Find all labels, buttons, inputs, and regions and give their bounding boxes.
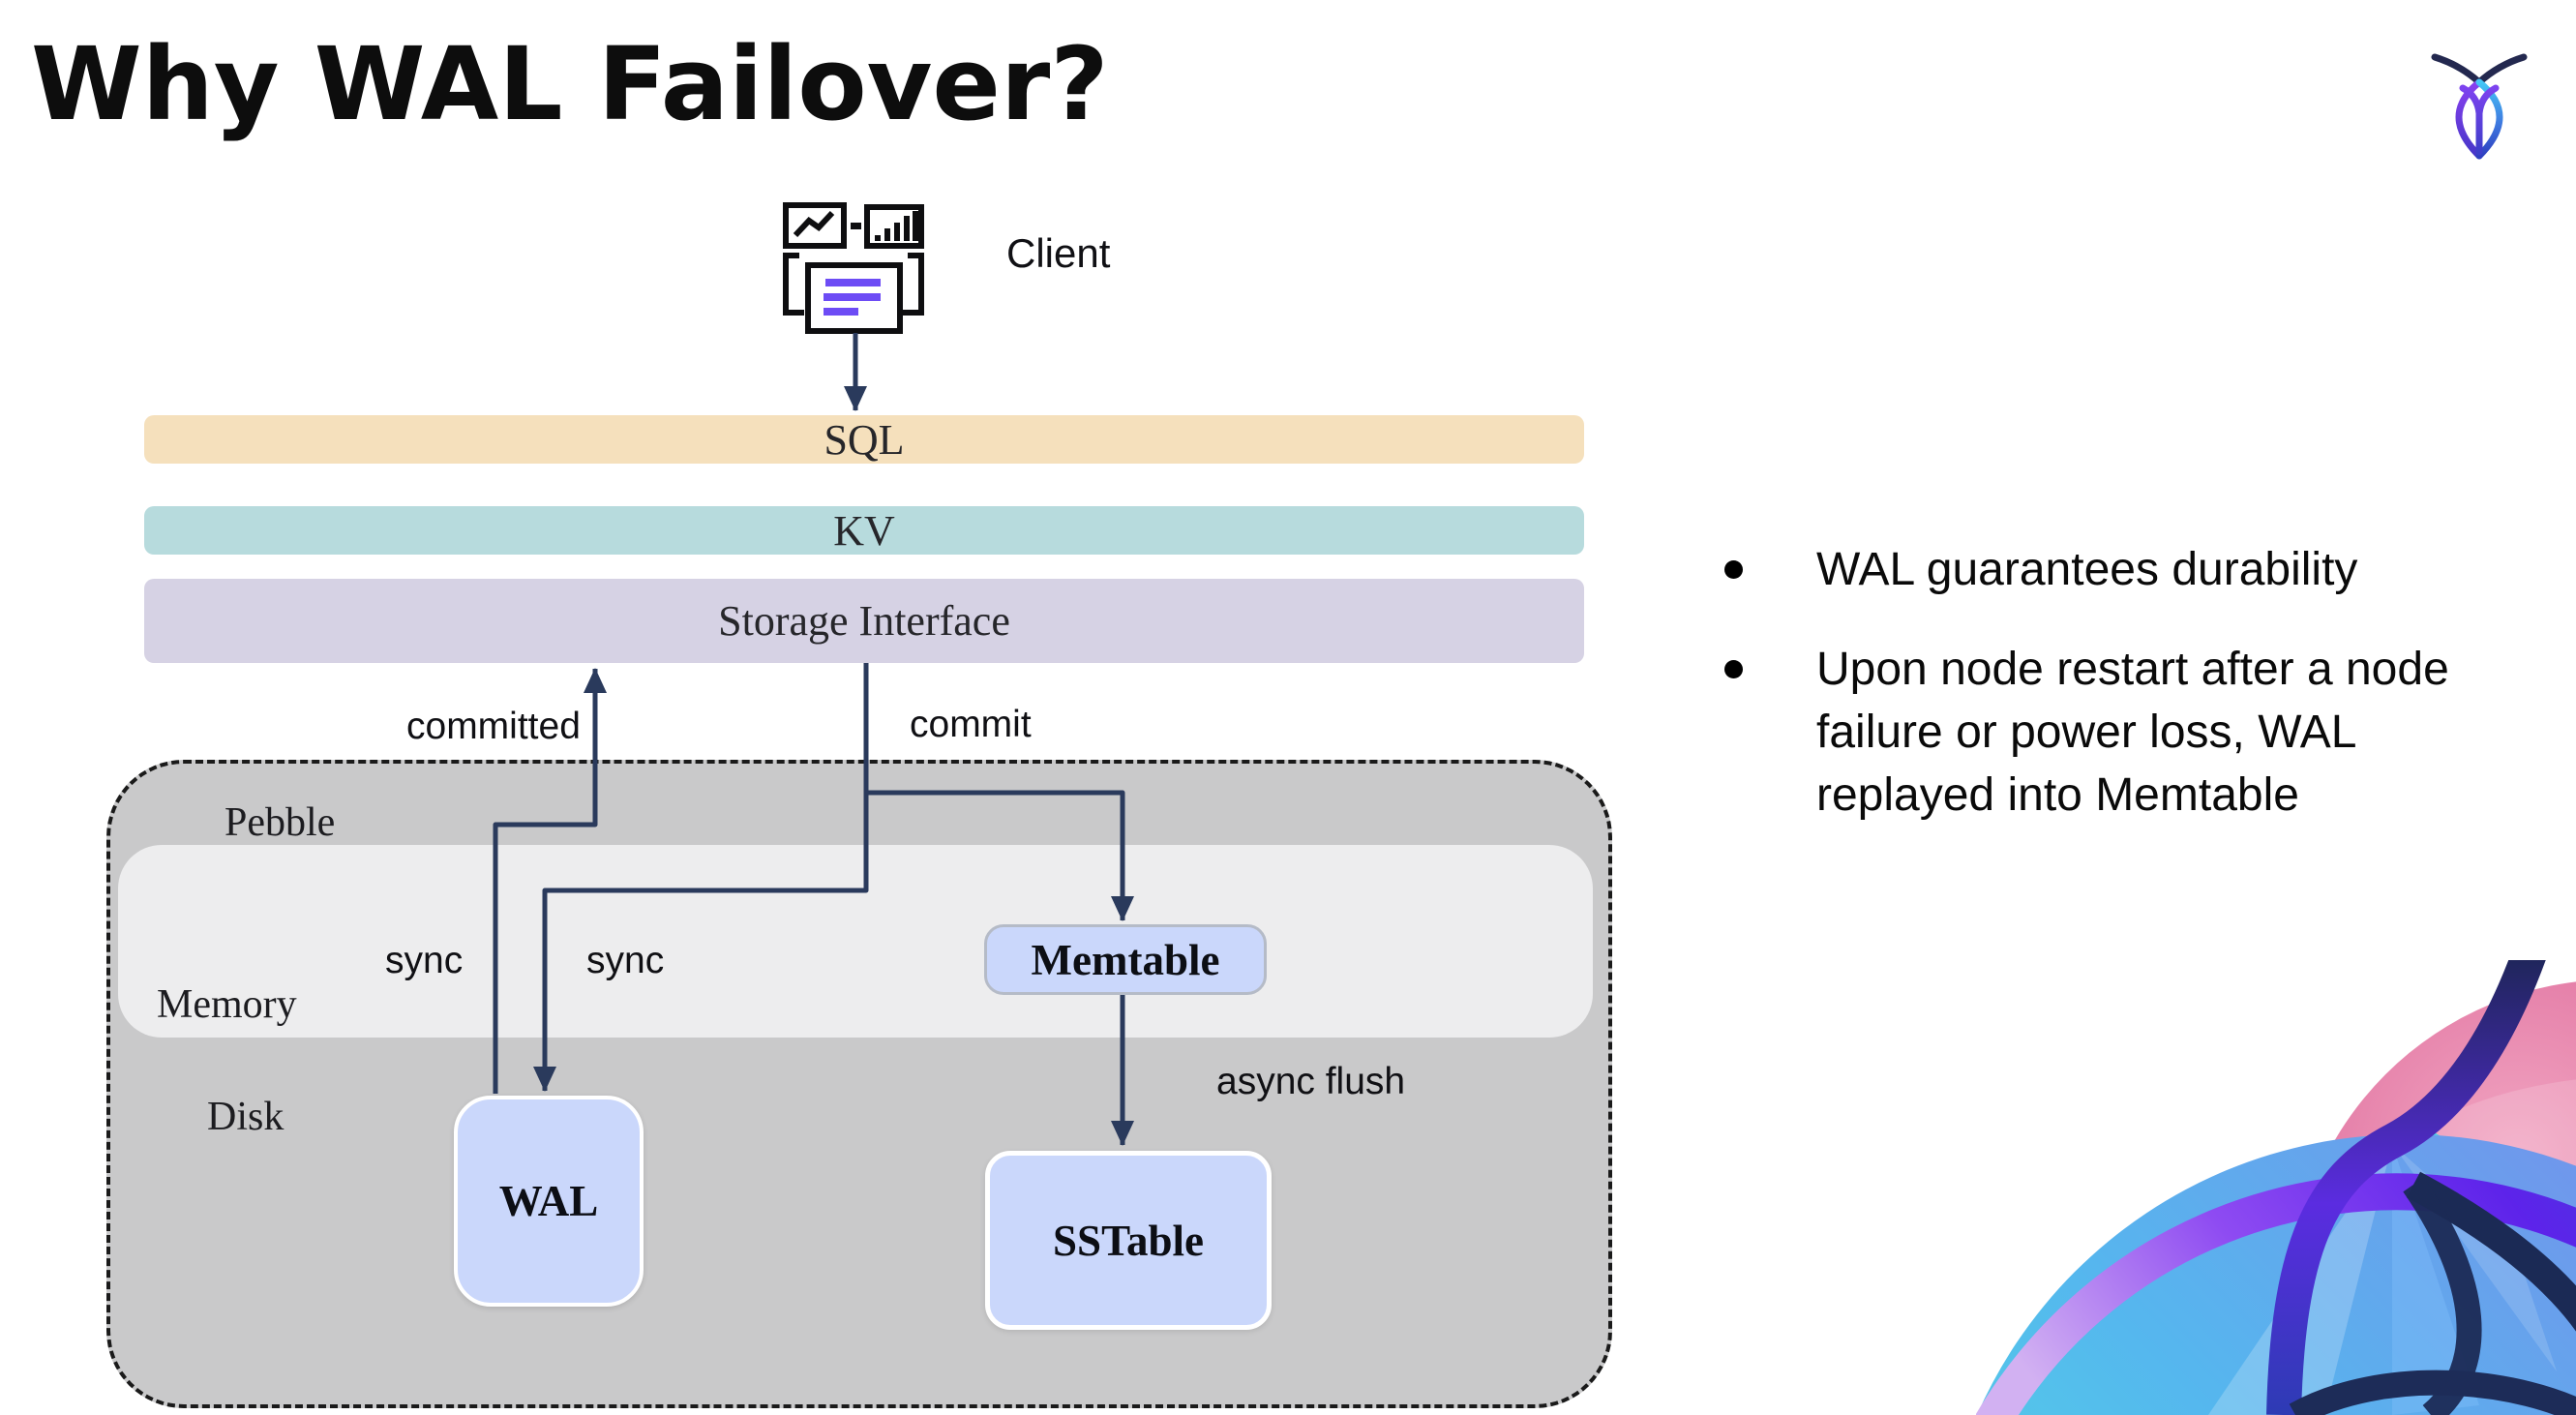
edge-label-committed: committed (406, 706, 581, 747)
pebble-label: Pebble (225, 800, 336, 845)
corner-brand-graphic (1976, 960, 2576, 1415)
edge-label-async-flush: async flush (1216, 1061, 1406, 1102)
sstable-box: SSTable (985, 1151, 1272, 1330)
list-item: Upon node restart after a node failure o… (1711, 638, 2543, 827)
memtable-label: Memtable (1031, 935, 1220, 984)
memory-label: Memory (157, 982, 297, 1027)
layer-bar-sql: SQL (144, 415, 1584, 464)
bullet-dot-icon (1724, 560, 1743, 579)
layer-label-kv: KV (833, 506, 895, 555)
page-title: Why WAL Failover? (31, 25, 1109, 143)
edge-label-commit: commit (910, 704, 1032, 745)
sstable-label: SSTable (1053, 1216, 1204, 1265)
client-doc-lines (824, 279, 881, 316)
memtable-box: Memtable (984, 924, 1267, 995)
layer-bar-storage: Storage Interface (144, 579, 1584, 663)
layer-bar-kv: KV (144, 506, 1584, 555)
client-label: Client (1006, 230, 1111, 276)
bullet-dot-icon (1724, 660, 1743, 678)
edge-label-sync-left: sync (385, 940, 464, 981)
bullet-list: WAL guarantees durability Upon node rest… (1711, 538, 2543, 863)
client-devices-icon (780, 196, 927, 337)
wal-label: WAL (498, 1177, 599, 1225)
memory-band (118, 845, 1593, 1038)
bullet-text: Upon node restart after a node failure o… (1816, 644, 2449, 821)
disk-label: Disk (207, 1095, 285, 1139)
wal-box: WAL (454, 1096, 644, 1307)
cockroachdb-logo-icon (2431, 45, 2528, 165)
list-item: WAL guarantees durability (1711, 538, 2543, 601)
layer-label-storage: Storage Interface (718, 597, 1010, 645)
bullet-text: WAL guarantees durability (1816, 544, 2358, 595)
layer-label-sql: SQL (824, 415, 905, 464)
edge-label-sync-right: sync (586, 940, 665, 981)
